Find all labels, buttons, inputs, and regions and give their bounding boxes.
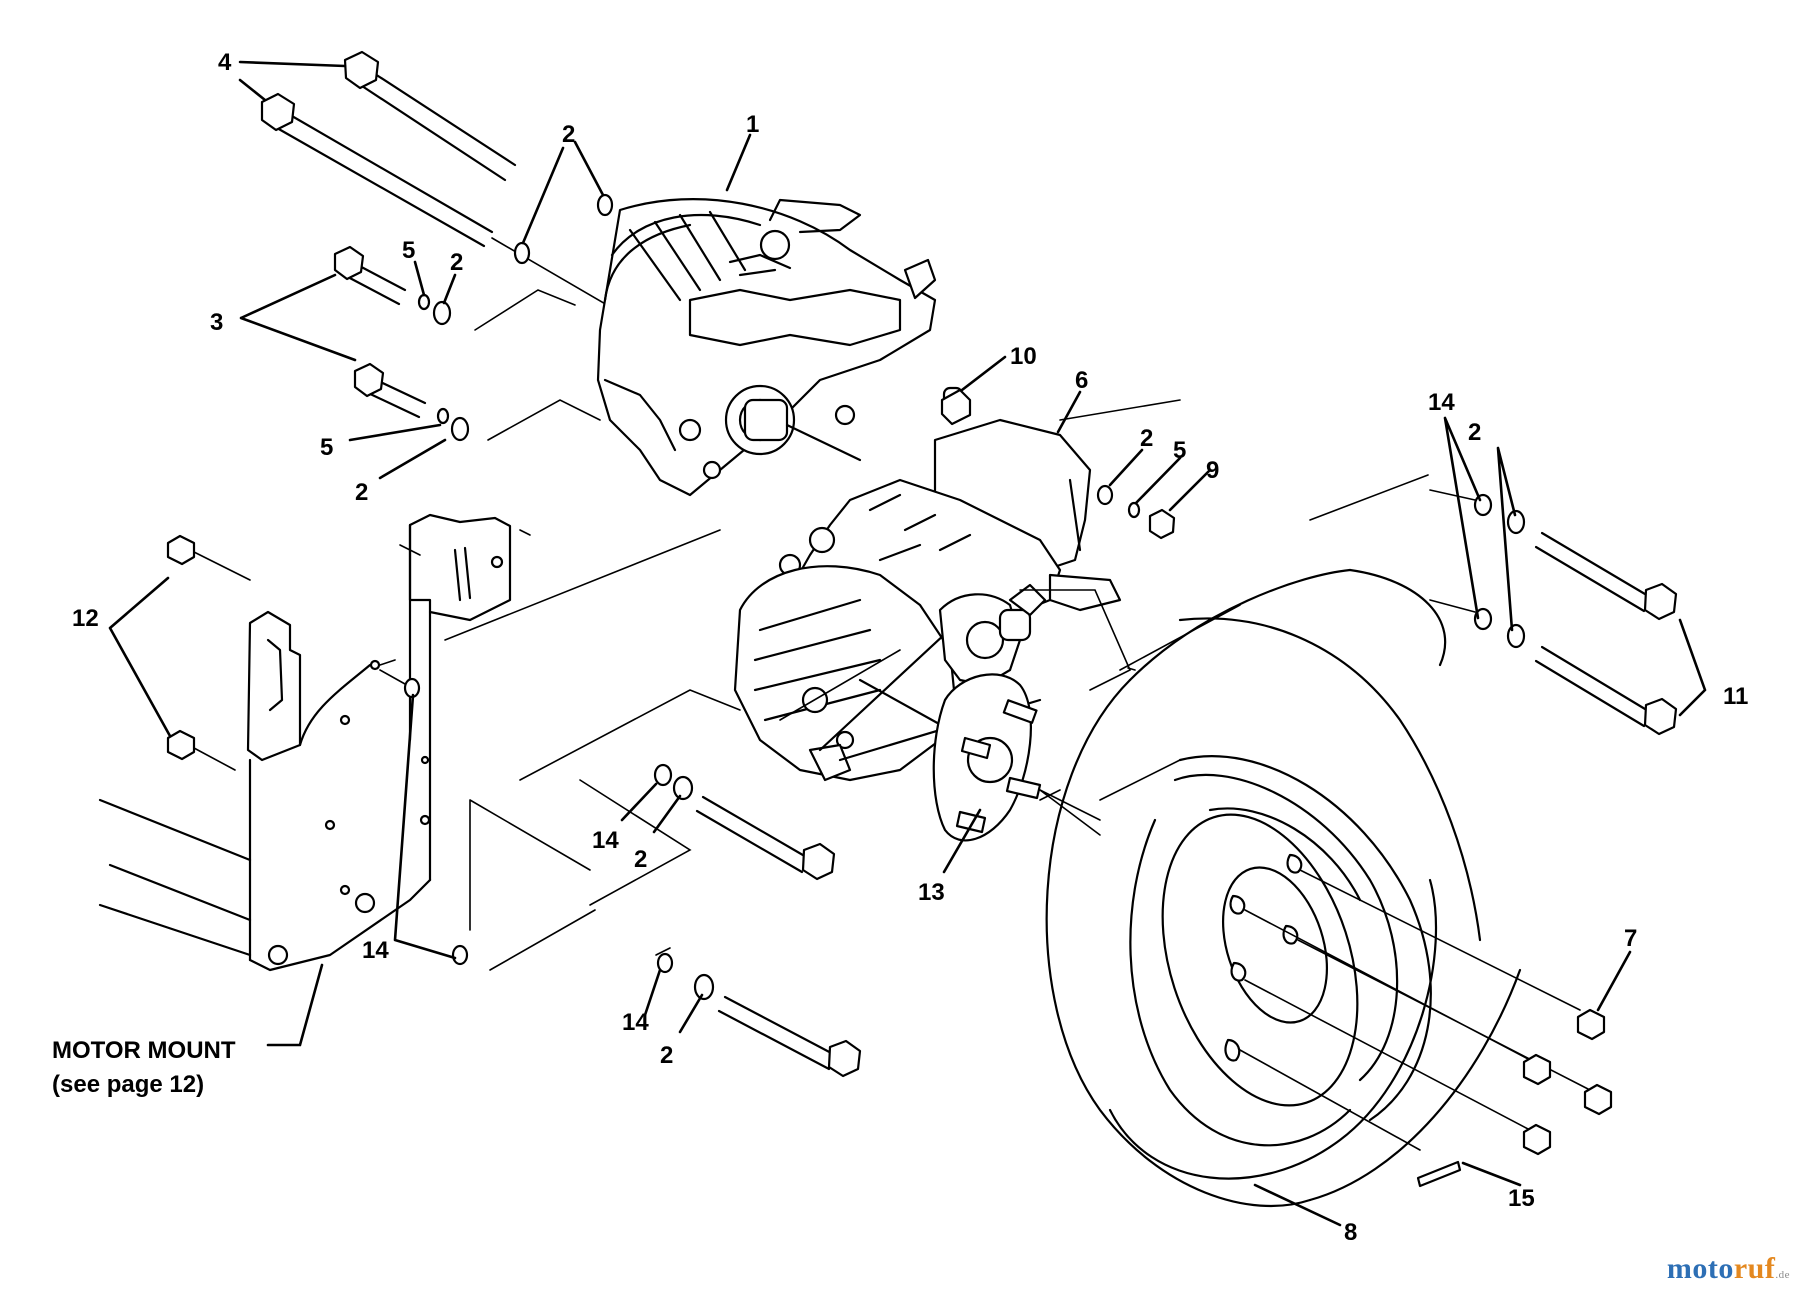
motor-mount-label: MOTOR MOUNT: [52, 1037, 236, 1064]
callout-6: 6: [1075, 367, 1088, 394]
callout-4: 4: [218, 49, 232, 76]
callout-2-far-right: 2: [1468, 419, 1481, 446]
callout-5-upper: 5: [402, 237, 415, 264]
motor-mount-plate: [98, 513, 531, 972]
watermark-part-2: ruf: [1733, 1252, 1776, 1285]
callout-5-right: 5: [1173, 437, 1186, 464]
nuts-12: [166, 534, 251, 771]
callout-3: 3: [210, 309, 223, 336]
callout-1: 1: [746, 111, 759, 138]
callout-9: 9: [1206, 457, 1219, 484]
callout-14-bottom-bolt: 14: [622, 1009, 649, 1036]
watermark-part-3: .de: [1775, 1269, 1790, 1281]
motor-mount-page-ref: (see page 12): [52, 1071, 204, 1098]
callout-11: 11: [1723, 683, 1748, 710]
callout-5-lower: 5: [320, 434, 333, 461]
callout-7: 7: [1624, 925, 1637, 952]
motor-mount-reference: MOTOR MOUNT (see page 12): [52, 1037, 236, 1098]
callout-2-upper: 2: [562, 121, 575, 148]
lower-bolts: [653, 763, 862, 1078]
callout-14-lower-bolt: 14: [592, 827, 619, 854]
callout-15: 15: [1508, 1185, 1535, 1212]
watermark-logo: motoruf.de: [1667, 1252, 1790, 1286]
callout-2-bottom-bolt: 2: [660, 1042, 673, 1069]
callout-14-far-right: 14: [1428, 389, 1455, 416]
short-bolts: [333, 245, 470, 442]
watermark-part-1: moto: [1666, 1252, 1734, 1285]
valve-stem-15: [1416, 1160, 1462, 1188]
gear-housing: [733, 565, 1047, 782]
callout-labels: 1 2 2 2 2 2 2 2 3 4 5 5 5 6 7 8 9 10 11 …: [72, 49, 1748, 1246]
callout-10: 10: [1010, 343, 1037, 370]
right-nut-9: [1096, 484, 1176, 540]
washers-14-mount: [379, 659, 469, 966]
leader-lines: [108, 60, 1707, 1227]
lug-nuts: [1522, 1008, 1613, 1156]
right-bolts: [1429, 489, 1678, 736]
callout-2-lower-bolt: 2: [634, 846, 647, 873]
wheel-hub: [932, 673, 1101, 842]
callout-2-right: 2: [1140, 425, 1153, 452]
callout-12: 12: [72, 605, 99, 632]
washers-upper: [513, 193, 614, 265]
tire-wheel: [1039, 568, 1591, 1208]
transaxle-assembly: [596, 198, 964, 497]
long-bolts: [260, 50, 651, 331]
callout-2-lower-left: 2: [355, 479, 368, 506]
spacer-10: [940, 388, 972, 426]
callout-2-short-bolt: 2: [450, 249, 463, 276]
callout-13: 13: [918, 879, 945, 906]
callout-14-mount: 14: [362, 937, 389, 964]
callout-8: 8: [1344, 1219, 1357, 1246]
assembly-reference-lines: [444, 289, 1429, 971]
